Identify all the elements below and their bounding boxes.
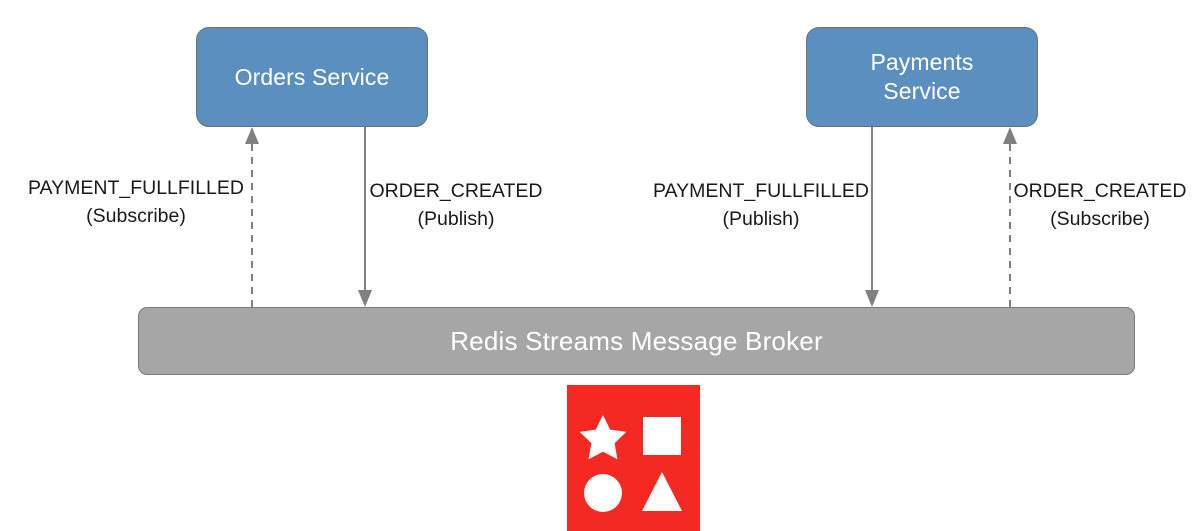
- edge-label-orders-publish: ORDER_CREATED (Publish): [360, 178, 552, 233]
- node-message-broker[interactable]: Redis Streams Message Broker: [138, 307, 1135, 375]
- star-icon: [579, 415, 627, 460]
- redis-logo: [567, 385, 700, 531]
- arrowhead-up-icon: [245, 127, 259, 144]
- edge-mode: (Subscribe): [1050, 207, 1150, 230]
- circle-icon: [584, 474, 622, 512]
- edge-event-name: ORDER_CREATED: [1013, 180, 1187, 202]
- edge-label-orders-subscribe: PAYMENT_FULLFILLED (Subscribe): [10, 175, 262, 230]
- edge-mode: (Publish): [417, 207, 495, 230]
- node-payments-service-label-line1: Payments: [870, 49, 974, 76]
- node-payments-service-label-line2: Service: [883, 78, 961, 104]
- edge-mode: (Subscribe): [86, 204, 186, 227]
- node-payments-service[interactable]: Payments Service: [806, 27, 1038, 127]
- arrowhead-down-icon: [358, 290, 372, 307]
- edge-mode: (Publish): [722, 207, 800, 230]
- node-orders-service[interactable]: Orders Service: [196, 27, 428, 127]
- square-icon: [643, 417, 681, 455]
- node-message-broker-label: Redis Streams Message Broker: [450, 325, 823, 356]
- node-payments-service-label: Payments Service: [870, 48, 973, 106]
- edge-payments-subscribe-connector: [999, 127, 1021, 307]
- edge-orders-subscribe-connector: [241, 127, 263, 307]
- arrowhead-down-icon: [865, 290, 879, 307]
- edge-event-name: PAYMENT_FULLFILLED: [652, 180, 869, 202]
- edge-label-payments-publish: PAYMENT_FULLFILLED (Publish): [645, 178, 877, 233]
- edge-payments-publish-connector: [861, 127, 883, 307]
- edge-event-name: ORDER_CREATED: [369, 180, 543, 202]
- edge-label-payments-subscribe: ORDER_CREATED (Subscribe): [1005, 178, 1195, 233]
- triangle-icon: [642, 472, 682, 511]
- node-orders-service-label: Orders Service: [234, 63, 390, 90]
- arrowhead-up-icon: [1003, 127, 1017, 144]
- edge-event-name: PAYMENT_FULLFILLED: [27, 177, 244, 199]
- edge-orders-publish-connector: [354, 127, 376, 307]
